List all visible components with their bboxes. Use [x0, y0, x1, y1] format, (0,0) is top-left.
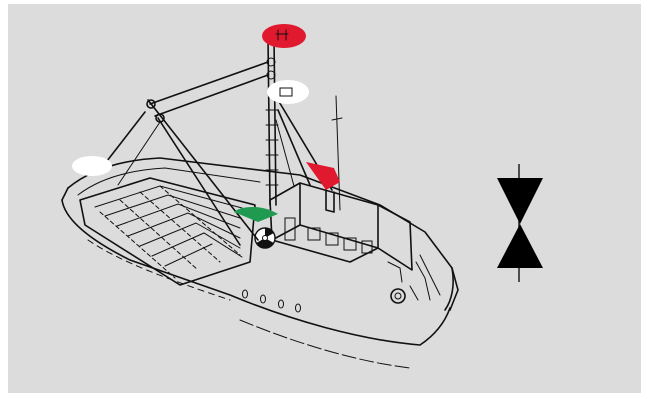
white-masthead-light: [267, 80, 309, 104]
lower-cone-point-up: [497, 224, 543, 268]
lifebuoy-symbol: [254, 227, 276, 249]
white-stern-light: [72, 156, 112, 176]
day-shape-two-cones-icon: [497, 164, 543, 282]
main-mast: [265, 37, 279, 206]
navigation-lights: [72, 24, 340, 222]
green-starboard-sidelight: [234, 207, 278, 222]
deck-net-area: [79, 177, 256, 286]
background-panel: [8, 4, 641, 393]
upper-cone-point-down: [497, 178, 543, 224]
red-masthead-light: [262, 24, 306, 48]
red-port-sidelight: [306, 162, 340, 190]
hull: [61, 157, 459, 369]
